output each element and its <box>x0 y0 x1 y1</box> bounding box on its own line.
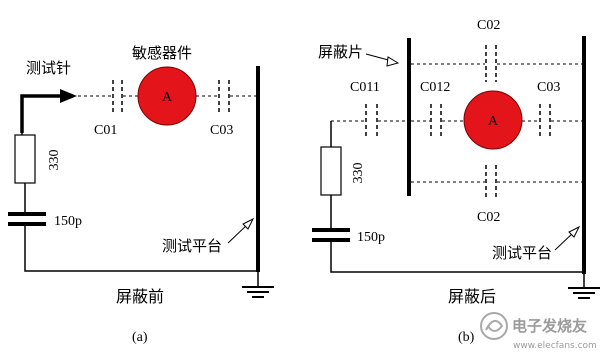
probe-arrow <box>20 89 77 133</box>
caption-after: 屏蔽后 <box>448 287 496 306</box>
meter-symbol-b: A <box>488 114 499 129</box>
capacitor-c03 <box>218 80 230 112</box>
capacitor-c012 <box>430 104 442 138</box>
cap-label-c02-bottom: C02 <box>477 210 500 225</box>
capacitor-c02-bottom <box>485 165 497 200</box>
capacitor-value: 150p <box>54 214 82 229</box>
resistor-330 <box>14 134 36 184</box>
resistor-value: 330 <box>47 150 62 171</box>
capacitor-value-b: 150p <box>357 230 385 245</box>
capacitor-c02-top <box>485 45 497 82</box>
panel-b: 屏蔽片 C02 C011 <box>312 18 600 345</box>
panel-letter-a: (a) <box>132 330 148 345</box>
cap-label-c01: C01 <box>94 123 117 138</box>
sensitive-device-label: 敏感器件 <box>132 44 192 62</box>
platform-label-b: 测试平台 <box>492 244 552 262</box>
cap-label-c011: C011 <box>350 80 380 95</box>
watermark-sub: www.elecfans.com <box>513 341 597 351</box>
watermark-text: 电子发烧友 <box>512 317 587 335</box>
ground-symbol <box>242 272 274 298</box>
resistor-330-b <box>320 146 342 196</box>
capacitor-150p-b <box>312 228 350 242</box>
capacitor-c011 <box>365 104 378 138</box>
cap-label-c03: C03 <box>210 123 233 138</box>
caption-before: 屏蔽前 <box>116 287 164 306</box>
panel-a: 测试针 C01 A 敏感器件 C03 330 <box>8 44 274 345</box>
meter-a-b: A <box>463 90 523 150</box>
meter-symbol: A <box>162 90 173 105</box>
watermark: 电子发烧友 www.elecfans.com <box>480 312 597 351</box>
panel-letter-b: (b) <box>458 330 475 345</box>
ground-symbol-b <box>568 274 600 299</box>
capacitor-c01 <box>112 80 123 112</box>
cap-label-c012: C012 <box>420 80 450 95</box>
capacitor-150p <box>8 212 46 226</box>
platform-pointer <box>227 217 255 244</box>
probe-label: 测试针 <box>26 59 71 77</box>
watermark-logo-icon <box>480 312 508 340</box>
shield-pointer <box>365 53 400 67</box>
cap-label-c03-b: C03 <box>537 80 560 95</box>
meter-a: A <box>137 66 197 126</box>
shield-label: 屏蔽片 <box>318 43 363 61</box>
platform-pointer-b <box>554 225 581 251</box>
resistor-value-b: 330 <box>351 163 366 184</box>
capacitor-c03-b <box>539 104 551 138</box>
return-wire-b <box>330 242 584 273</box>
return-wire <box>24 226 258 272</box>
cap-label-c02-top: C02 <box>477 18 500 33</box>
platform-label: 测试平台 <box>162 237 222 255</box>
